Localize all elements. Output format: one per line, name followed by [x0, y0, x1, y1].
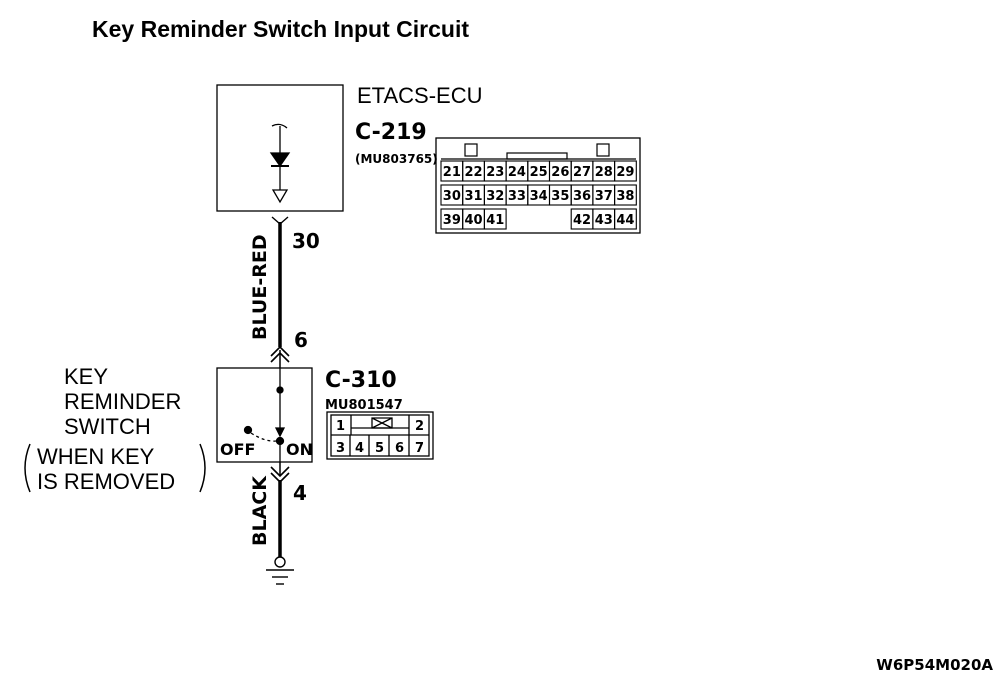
c219-pin-cell: [614, 184, 637, 206]
c219-pin-42: 42: [573, 213, 591, 228]
c219-pin-38: 38: [616, 189, 634, 204]
diagram-title: Key Reminder Switch Input Circuit: [92, 16, 469, 42]
c219-pin-36: 36: [573, 189, 591, 204]
switch-part-number: MU801547: [325, 398, 403, 413]
blue-red-wire-color: BLUE-RED: [249, 234, 271, 340]
c219-pin-29: 29: [616, 165, 634, 180]
figure-code: W6P54M020A: [876, 656, 993, 674]
switch-connector-label: C-310: [325, 368, 397, 393]
c219-pin-40: 40: [465, 213, 483, 228]
c219-pin-27: 27: [573, 165, 591, 180]
c219-pin-33: 33: [508, 189, 526, 204]
etacs-ecu-box: [216, 84, 344, 212]
c219-pin-24: 24: [508, 165, 526, 180]
ecu-part-number: (MU803765): [355, 152, 438, 166]
switch-on-label: ON: [286, 440, 313, 459]
switch-contact-icon: [243, 368, 286, 462]
black-wire-color: BLACK: [249, 475, 271, 546]
switch-name-line3: SWITCH: [64, 414, 151, 439]
c310-pin-3: 3: [336, 441, 345, 456]
c310-pin-4: 4: [355, 441, 364, 456]
c310-pin-5: 5: [375, 441, 384, 456]
c219-pin-23: 23: [486, 165, 504, 180]
ecu-internal-diode-icon: [269, 123, 291, 204]
c219-pin-44: 44: [616, 213, 634, 228]
upper-wire: [270, 216, 290, 368]
c310-pin-1: 1: [336, 419, 345, 434]
c219-pin-39: 39: [443, 213, 461, 228]
c219-pin-25: 25: [530, 165, 548, 180]
switch-name-line1: KEY: [64, 364, 108, 389]
c219-pin-cell: [614, 160, 637, 182]
ground-icon: [266, 556, 294, 585]
ecu-pin-number: 30: [292, 229, 320, 253]
switch-name-line2: REMINDER: [64, 389, 181, 414]
lower-wire: [270, 462, 290, 557]
c219-pin-41: 41: [486, 213, 504, 228]
c219-pin-22: 22: [465, 165, 483, 180]
c219-pin-35: 35: [551, 189, 569, 204]
c219-pin-32: 32: [486, 189, 504, 204]
switch-state-line2: IS REMOVED: [37, 469, 175, 494]
c219-pin-28: 28: [595, 165, 613, 180]
c219-pin-31: 31: [465, 189, 483, 204]
c219-pin-26: 26: [551, 165, 569, 180]
ecu-name-label: ETACS-ECU: [357, 83, 483, 108]
switch-off-label: OFF: [220, 440, 255, 459]
c219-pin-21: 21: [443, 165, 461, 180]
c310-pin-7: 7: [415, 441, 424, 456]
switch-pin-6-number: 6: [294, 328, 308, 352]
c219-pin-34: 34: [530, 189, 548, 204]
c219-pin-cell: [614, 208, 637, 230]
key-reminder-switch-box: [216, 367, 313, 463]
c219-pin-37: 37: [595, 189, 613, 204]
switch-pin-4-number: 4: [293, 481, 307, 505]
condition-bracket-icon: [24, 443, 206, 493]
c310-pin-6: 6: [395, 441, 404, 456]
c310-pin-2: 2: [415, 419, 424, 434]
c310-connector-face: [326, 411, 434, 460]
c219-pin-30: 30: [443, 189, 461, 204]
c219-pin-43: 43: [595, 213, 613, 228]
ecu-connector-label: C-219: [355, 120, 427, 145]
c219-pin-cell: [483, 208, 507, 230]
switch-state-line1: WHEN KEY: [37, 444, 155, 469]
